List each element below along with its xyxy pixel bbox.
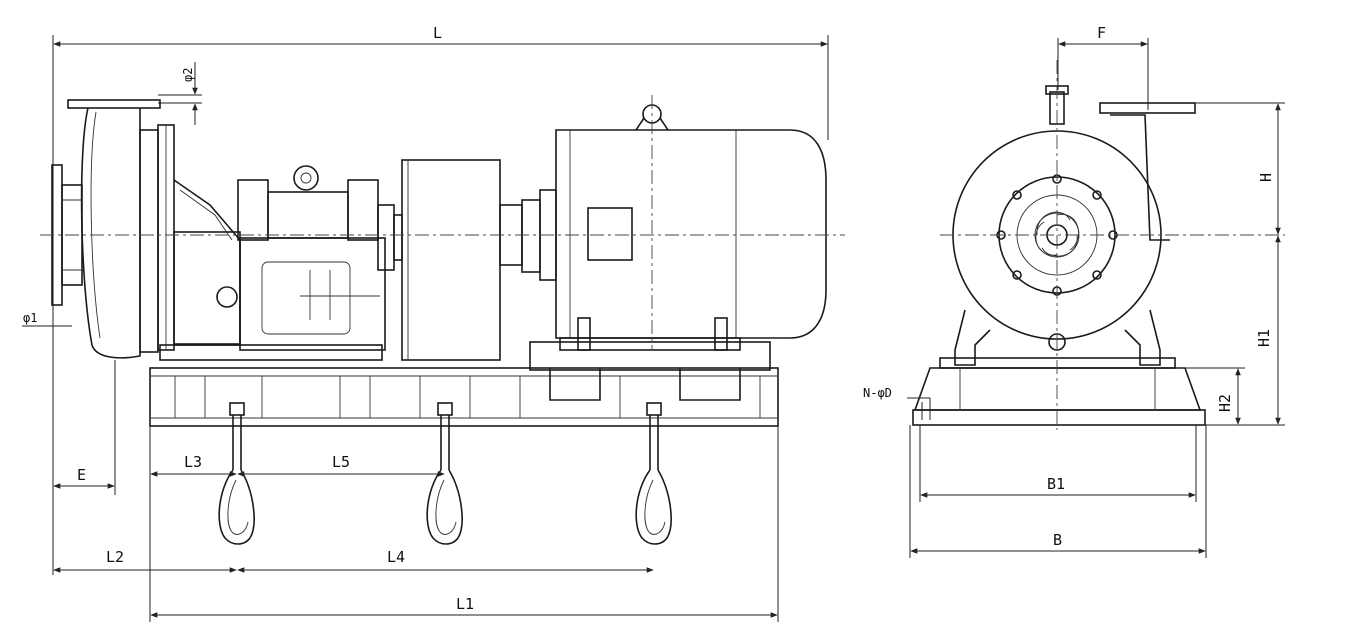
dimension-B1: B1: [919, 425, 1197, 502]
motor: [555, 104, 827, 351]
volute-casing: [952, 85, 1196, 351]
label-L3: L3: [184, 453, 202, 471]
label-B1: B1: [1047, 475, 1065, 493]
label-N-phiD: N-φD: [863, 386, 892, 400]
label-L4: L4: [387, 548, 405, 566]
label-F: F: [1097, 24, 1106, 42]
dimension-B: B: [909, 425, 1207, 558]
label-L1: L1: [456, 595, 474, 613]
bearing-frame: [173, 165, 403, 351]
dimension-phi2: φ2: [158, 62, 202, 125]
dimension-E: E: [53, 360, 116, 495]
end-view: F: [863, 24, 1285, 558]
coupling-guard: [401, 159, 501, 361]
pump-casing: [51, 99, 175, 359]
dimension-L1: L1: [150, 426, 779, 622]
dimension-L: L: [52, 24, 829, 575]
label-L2: L2: [106, 548, 124, 566]
dimension-L2-L4: L2 L4: [53, 548, 654, 573]
label-phi1: φ1: [23, 311, 37, 325]
dimension-L3-L5: L3 L5: [149, 426, 445, 622]
anchor-bolt-2: [426, 402, 463, 545]
dimension-phi1: φ1: [22, 311, 72, 327]
dimension-F: F: [1057, 24, 1149, 110]
label-L: L: [433, 24, 442, 42]
base-frame: [149, 341, 779, 427]
anchor-bolt-3: [635, 402, 672, 545]
label-H: H: [1257, 173, 1275, 182]
label-E: E: [77, 466, 86, 484]
impeller: [1035, 211, 1079, 257]
label-H2: H2: [1216, 394, 1234, 412]
label-B: B: [1053, 531, 1062, 549]
label-L5: L5: [332, 453, 350, 471]
side-view: L φ2 φ1: [22, 24, 845, 622]
anchor-bolt-1: [218, 402, 255, 545]
label-H1: H1: [1255, 329, 1273, 347]
label-phi2: φ2: [181, 68, 195, 82]
end-view-base: [912, 309, 1206, 426]
dimension-N-phiD: N-φD: [863, 386, 931, 420]
dimension-H-H1-H2: H H1 H2: [1180, 102, 1285, 426]
